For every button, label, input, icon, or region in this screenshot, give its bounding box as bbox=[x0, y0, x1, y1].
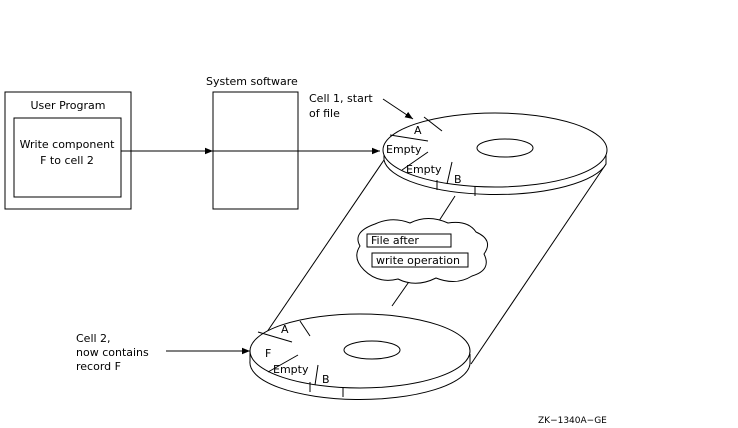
user-program-title: User Program bbox=[31, 99, 106, 112]
cloud-annotation: File after write operation bbox=[356, 195, 489, 307]
cell2-callout-line2: now contains bbox=[76, 346, 149, 359]
bottom-disk-cell-a: A bbox=[281, 323, 289, 336]
bottom-disk-cell-empty: Empty bbox=[273, 363, 309, 376]
cloud-line1: File after bbox=[371, 234, 419, 247]
bottom-disk: A F Empty B bbox=[249, 313, 471, 401]
cell2-callout-line3: record F bbox=[76, 360, 121, 373]
user-program-line1: Write component bbox=[20, 138, 115, 151]
cell1-callout-line2: of file bbox=[309, 107, 340, 120]
projection-line-right bbox=[470, 163, 607, 365]
top-disk-cell-empty1: Empty bbox=[386, 143, 422, 156]
top-disk-cell-empty2: Empty bbox=[406, 163, 442, 176]
cell1-callout-arrow bbox=[382, 98, 414, 120]
system-software-box: System software bbox=[206, 75, 299, 210]
bottom-disk-cell-b: B bbox=[322, 373, 330, 386]
cloud-line2: write operation bbox=[376, 254, 460, 267]
cell2-callout-line1: Cell 2, bbox=[76, 332, 111, 345]
top-disk: A Empty Empty B bbox=[382, 112, 608, 196]
user-program-line2: F to cell 2 bbox=[40, 154, 94, 167]
top-disk-cell-b: B bbox=[454, 173, 462, 186]
cell1-callout-line1: Cell 1, start bbox=[309, 92, 373, 105]
bottom-disk-cell-f: F bbox=[265, 347, 271, 360]
projection-line-left bbox=[253, 159, 385, 352]
user-program-box: User Program Write component F to cell 2 bbox=[4, 91, 132, 210]
figure-id: ZK−1340A−GE bbox=[538, 416, 607, 426]
system-software-title: System software bbox=[206, 75, 298, 88]
top-disk-cell-a: A bbox=[414, 124, 422, 137]
